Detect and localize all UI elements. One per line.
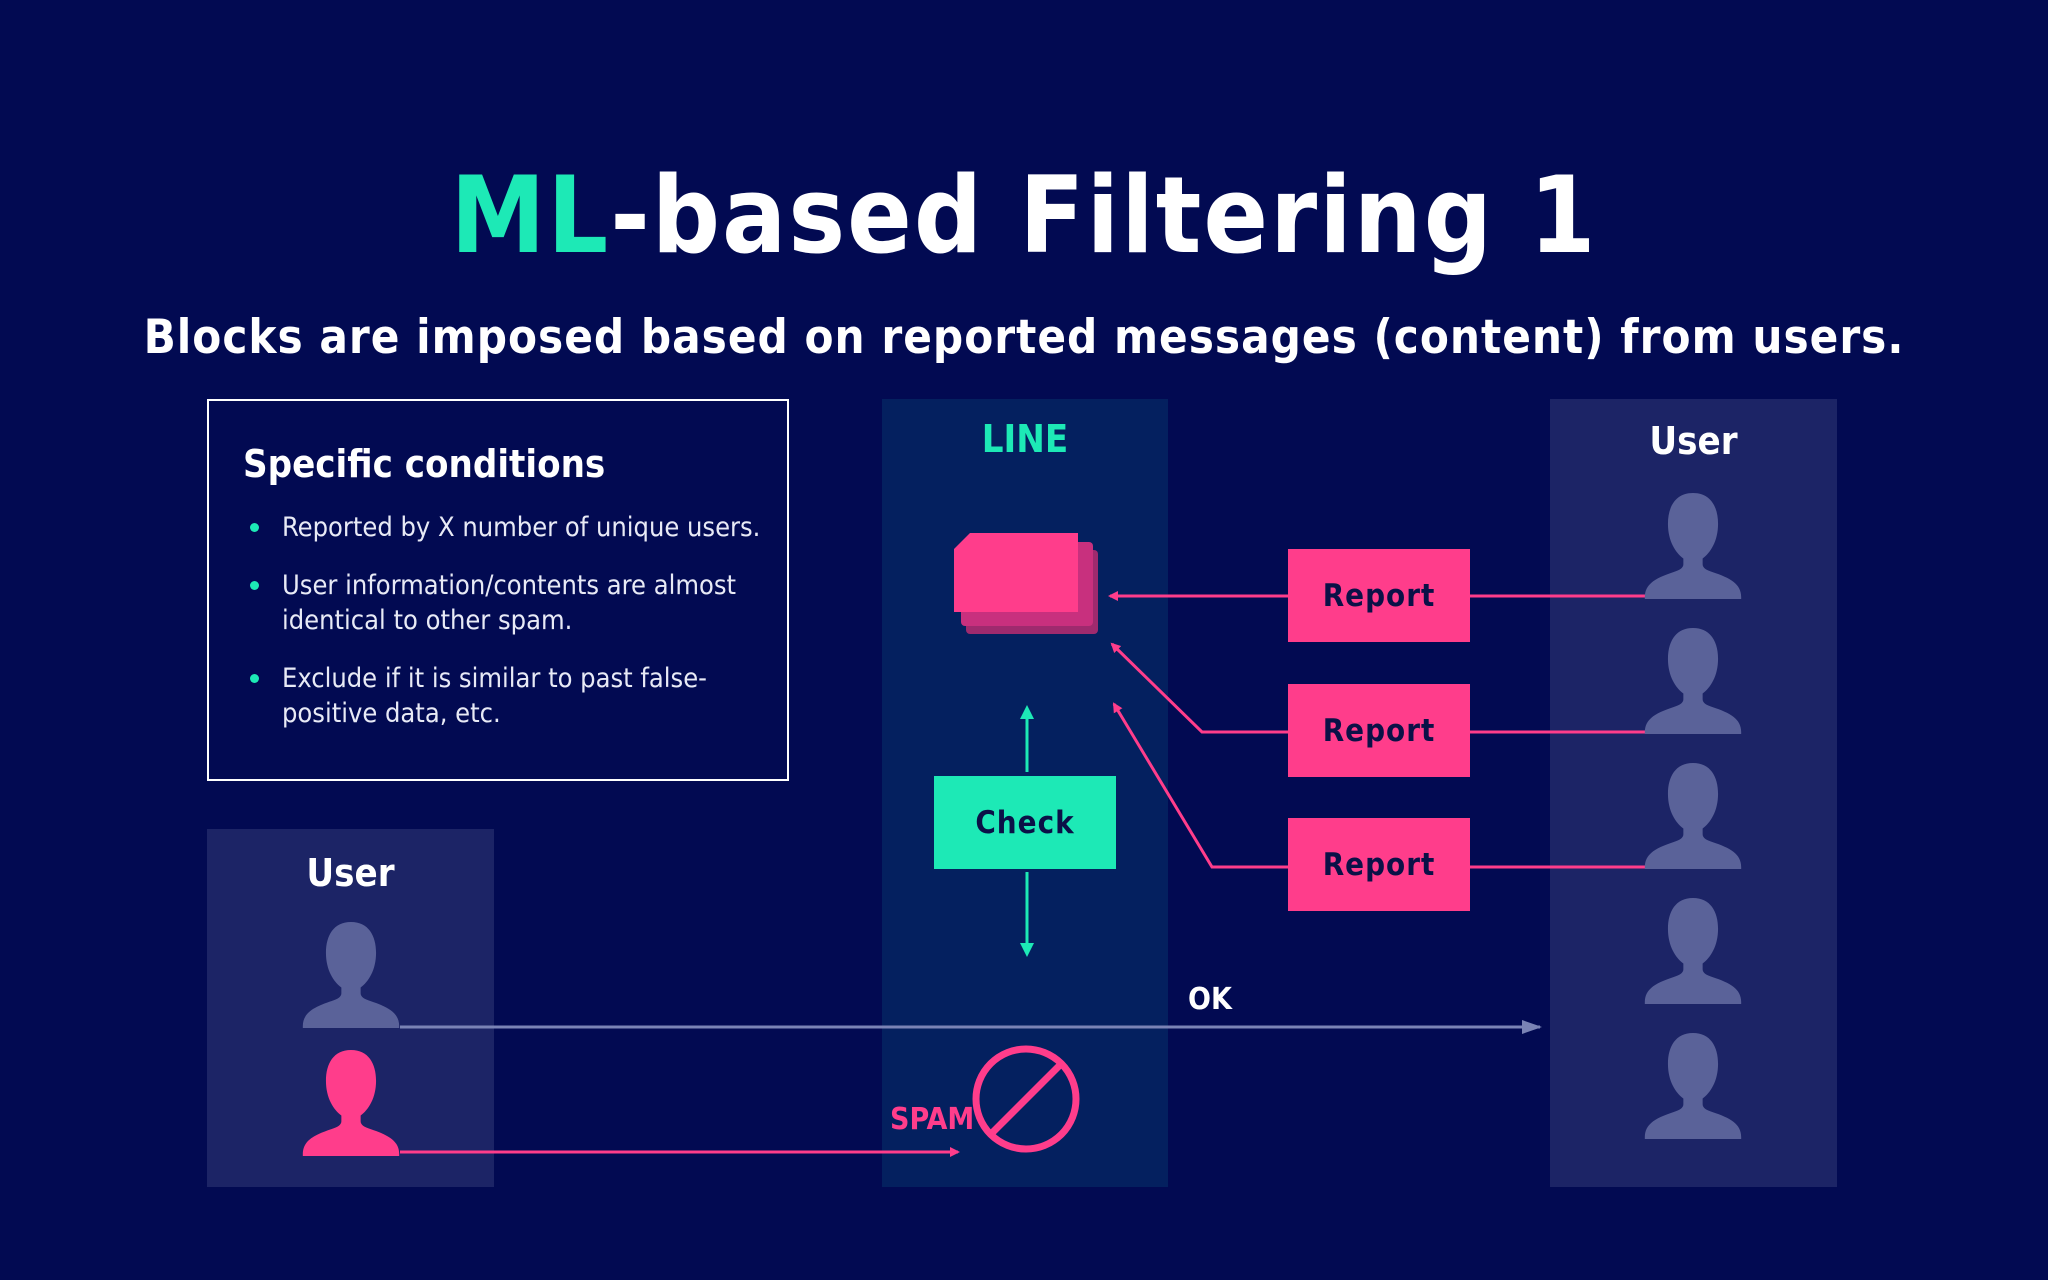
panel-user-left-title: User — [306, 851, 395, 895]
spam-user-icon — [302, 1050, 400, 1156]
conditions-list: Reported by X number of unique users. Us… — [248, 510, 768, 754]
report-box: Report — [1288, 549, 1470, 642]
report-box: Report — [1288, 818, 1470, 911]
check-box: Check — [934, 776, 1116, 869]
prohibited-icon — [972, 1045, 1080, 1153]
conditions-heading: Specific conditions — [243, 442, 606, 486]
user-icon — [1644, 898, 1742, 1004]
ok-label: OK — [1188, 982, 1232, 1017]
panel-user-right-title: User — [1649, 419, 1738, 463]
report-box: Report — [1288, 684, 1470, 777]
condition-item: Exclude if it is similar to past false-p… — [248, 661, 768, 731]
connector-report-3-arrow — [1112, 702, 1288, 869]
spam-label: SPAM — [890, 1102, 975, 1137]
page-subtitle: Blocks are imposed based on reported mes… — [143, 310, 1905, 365]
connector-report-2-arrow — [1110, 642, 1288, 734]
report-connectors — [400, 591, 1645, 1157]
conditions-box — [207, 399, 789, 781]
condition-item: User information/contents are almost ide… — [248, 568, 768, 638]
title-accent: ML — [450, 154, 611, 277]
panel-line-title: LINE — [981, 417, 1069, 461]
title-rest: -based Filtering 1 — [610, 154, 1598, 277]
user-icon — [302, 922, 400, 1028]
user-icon — [1644, 1033, 1742, 1139]
user-icon — [1644, 763, 1742, 869]
page-title: ML-based Filtering 1 — [0, 157, 2048, 275]
message-stack-icon — [954, 533, 1098, 634]
user-icon — [1644, 493, 1742, 599]
condition-item: Reported by X number of unique users. — [248, 510, 768, 545]
user-icon — [1644, 628, 1742, 734]
